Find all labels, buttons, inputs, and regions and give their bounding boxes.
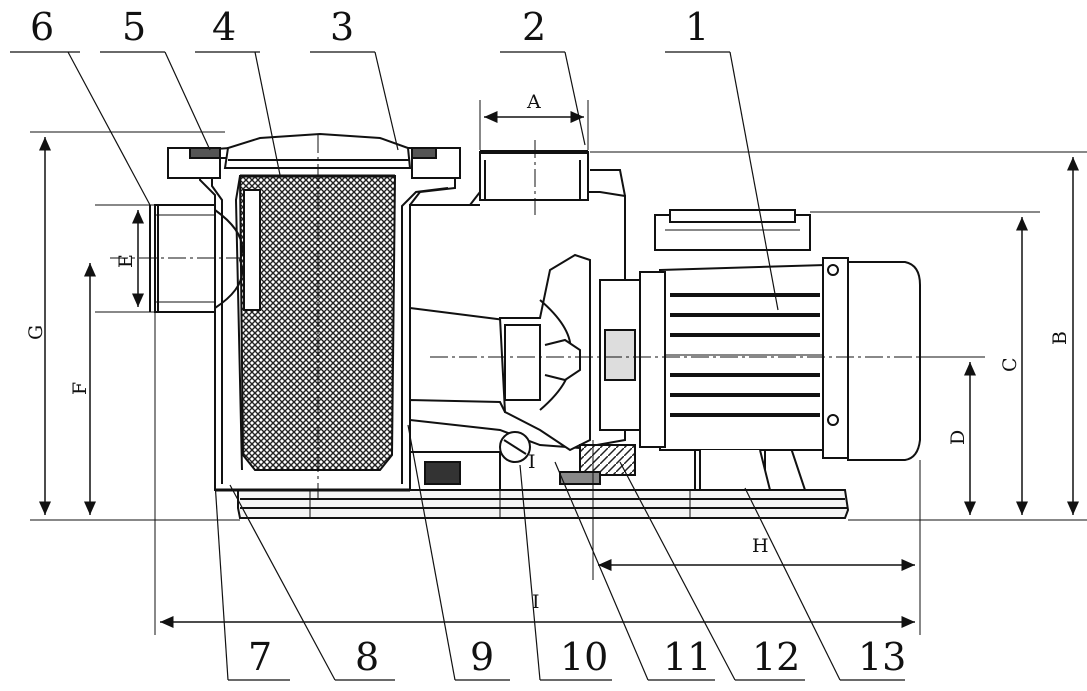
callout-7: 7 (248, 635, 272, 679)
callouts-bottom: 7 8 9 10 11 12 13 (248, 635, 906, 679)
callout-1: 1 (685, 5, 709, 49)
dim-label-b: B (1049, 331, 1071, 345)
callout-5: 5 (122, 5, 146, 49)
callout-10: 10 (560, 635, 608, 679)
strainer-basket (234, 174, 397, 471)
callout-13: 13 (858, 635, 906, 679)
callout-6: 6 (30, 5, 54, 49)
callout-3: 3 (330, 5, 354, 49)
callout-8: 8 (355, 635, 379, 679)
leader-lines-bottom (214, 424, 905, 681)
callout-4: 4 (212, 5, 236, 49)
callout-2: 2 (522, 5, 546, 49)
dimension-labels: A G F E B C D H I I (25, 91, 1071, 613)
dim-label-c: C (999, 357, 1021, 372)
dim-label-a: A (526, 91, 541, 113)
dimension-arrows (39, 111, 1079, 628)
callout-11: 11 (663, 635, 711, 679)
callouts-top: 6 5 4 3 2 1 (30, 5, 709, 49)
callout-12: 12 (752, 635, 800, 679)
center-lines (110, 135, 930, 500)
dim-label-e: E (115, 254, 137, 268)
leader-lines-top (10, 51, 779, 311)
dim-label-h: H (752, 535, 769, 557)
dim-label-g: G (25, 325, 47, 340)
motor (639, 209, 921, 491)
dim-label-f: F (69, 382, 91, 395)
callout-9: 9 (470, 635, 494, 679)
dim-label-i-top: I (528, 451, 536, 473)
dimension-lines (30, 100, 1087, 635)
dim-label-i-bottom: I (532, 591, 540, 613)
dim-label-d: D (947, 430, 969, 445)
